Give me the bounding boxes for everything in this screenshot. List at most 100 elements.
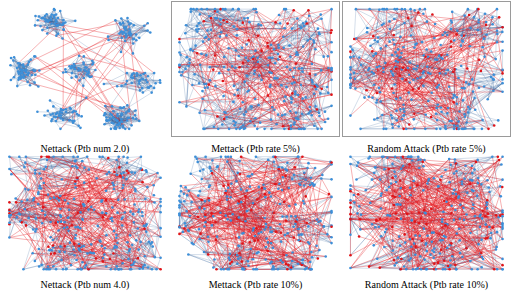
graph-node bbox=[116, 113, 119, 116]
graph-edge bbox=[113, 111, 122, 121]
graph-edge bbox=[224, 112, 235, 123]
graph-node bbox=[49, 16, 52, 19]
graph-node bbox=[120, 85, 123, 88]
graph-edge bbox=[60, 67, 85, 112]
graph-edge bbox=[190, 9, 191, 10]
graph-node bbox=[18, 62, 21, 65]
graph-node bbox=[16, 67, 19, 70]
graph-node bbox=[13, 76, 16, 79]
graph-node bbox=[55, 113, 58, 116]
graph-node bbox=[56, 24, 59, 27]
graph-node bbox=[141, 78, 144, 81]
graph-node bbox=[59, 128, 62, 131]
graph-node bbox=[126, 119, 129, 122]
graph-node bbox=[84, 66, 87, 69]
graph-node bbox=[139, 74, 142, 77]
graph-edge bbox=[200, 113, 204, 129]
graph-node bbox=[37, 85, 40, 88]
graph-node bbox=[34, 73, 37, 76]
graph-edge bbox=[38, 20, 134, 38]
graph-edge bbox=[19, 57, 35, 73]
graph-node bbox=[90, 75, 93, 78]
graph-edge bbox=[126, 30, 147, 35]
graph-node bbox=[94, 69, 97, 72]
graph-edge bbox=[181, 75, 209, 84]
graph-edge bbox=[257, 12, 261, 25]
graph-edge bbox=[35, 25, 133, 43]
graph-node bbox=[62, 19, 65, 22]
graph-node bbox=[146, 81, 149, 84]
graph-edge bbox=[90, 27, 126, 77]
graph-edge bbox=[128, 22, 139, 121]
graph-node bbox=[12, 59, 15, 62]
graph-node bbox=[59, 10, 62, 13]
graph-node bbox=[82, 84, 85, 87]
graph-edge bbox=[66, 72, 129, 129]
graph-edge bbox=[289, 42, 331, 45]
graph-edge bbox=[121, 121, 123, 122]
graph-node bbox=[146, 22, 149, 25]
graph-edge bbox=[13, 61, 34, 71]
graph-node bbox=[26, 81, 29, 84]
graph-node bbox=[65, 111, 68, 114]
graph-node bbox=[130, 74, 133, 77]
graph-node bbox=[128, 28, 131, 31]
graph-edge bbox=[108, 37, 154, 73]
graph-node bbox=[132, 77, 135, 80]
graph-node bbox=[71, 72, 74, 75]
graph-node bbox=[128, 32, 131, 35]
graph-node bbox=[107, 35, 110, 38]
graph-edge bbox=[50, 100, 66, 111]
graph-node bbox=[107, 39, 110, 42]
graph-node bbox=[125, 34, 128, 37]
graph-node bbox=[110, 128, 113, 131]
graph-node bbox=[19, 78, 22, 81]
graph-node bbox=[91, 59, 94, 62]
graph-node bbox=[118, 32, 121, 35]
graph-edge bbox=[87, 75, 143, 89]
graph-node bbox=[27, 64, 30, 67]
graph-node bbox=[47, 21, 50, 24]
graph-edge bbox=[122, 23, 148, 38]
graph-edge bbox=[140, 80, 148, 87]
graph-edge bbox=[45, 16, 54, 17]
graph-edge bbox=[331, 70, 332, 94]
graph-node bbox=[71, 66, 74, 69]
graph-node bbox=[44, 15, 47, 18]
graph-node bbox=[145, 79, 148, 82]
graph-node bbox=[50, 120, 53, 123]
graph-node bbox=[122, 22, 125, 25]
graph-node bbox=[135, 33, 138, 36]
graph-node bbox=[103, 83, 106, 86]
graph-edge bbox=[39, 17, 62, 25]
graph-edge bbox=[35, 20, 51, 26]
graph-node bbox=[78, 54, 81, 57]
graph-node bbox=[125, 111, 128, 114]
graph-edge bbox=[61, 81, 127, 110]
graph-node bbox=[139, 89, 142, 92]
graph-node bbox=[75, 75, 78, 78]
graph-node bbox=[120, 36, 123, 39]
graph-node bbox=[120, 51, 123, 54]
graph-edge bbox=[105, 113, 117, 125]
graph-edge bbox=[181, 24, 258, 75]
graph-node bbox=[83, 55, 86, 58]
graph-node bbox=[119, 22, 122, 25]
graph-edge bbox=[18, 72, 35, 83]
graph-edge bbox=[179, 55, 180, 72]
graph-edge bbox=[203, 99, 255, 126]
graph-edge bbox=[247, 10, 294, 75]
graph-edge bbox=[254, 9, 285, 28]
graph-node bbox=[85, 96, 88, 99]
graph-node bbox=[133, 24, 136, 27]
graph-node bbox=[65, 108, 68, 111]
graph-node bbox=[43, 114, 46, 117]
graph-edge bbox=[58, 18, 139, 121]
graph-edge bbox=[73, 121, 81, 128]
graph-node bbox=[69, 107, 72, 110]
graph-edge bbox=[61, 118, 79, 125]
graph-edge bbox=[179, 70, 331, 72]
graph-node bbox=[61, 23, 64, 26]
graph-node bbox=[126, 104, 129, 107]
graph-node bbox=[78, 79, 81, 82]
